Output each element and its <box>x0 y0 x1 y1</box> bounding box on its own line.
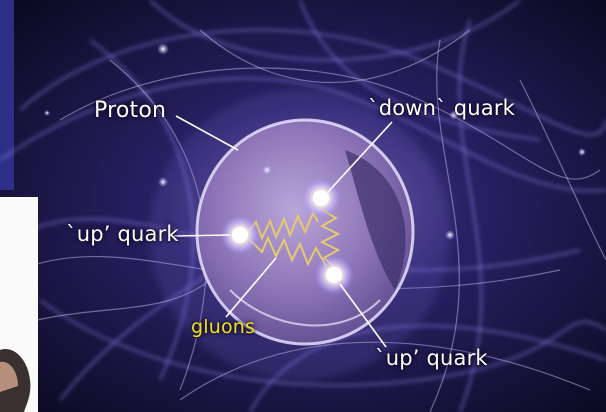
slide-edge-panel <box>0 0 14 190</box>
leader-lines <box>173 115 393 348</box>
sparkles <box>44 43 586 240</box>
sphere-rim-highlight <box>229 289 381 327</box>
gluons-leader <box>225 257 277 318</box>
webcam-face <box>0 361 18 392</box>
up-quark-bottom <box>314 255 354 295</box>
up-quark-left-label: `up’ quark <box>66 222 179 246</box>
gluon-spring-up-down <box>245 210 319 241</box>
down-quark-label: `down` quark <box>368 96 516 120</box>
up-quark-bottom-leader <box>339 283 387 348</box>
proton-label: Proton <box>94 98 167 123</box>
up-quark-left <box>220 215 260 255</box>
sphere-shadow-fold <box>345 150 406 290</box>
up-quark-left-leader <box>173 234 231 237</box>
gluons-label: gluons <box>191 316 256 338</box>
energy-filaments <box>0 29 606 412</box>
gluon-spring-up-up <box>249 235 327 267</box>
up-quark-bottom-label: `up’ quark <box>375 346 488 370</box>
down-quark-leader <box>327 121 393 193</box>
proton-leader <box>175 115 239 151</box>
